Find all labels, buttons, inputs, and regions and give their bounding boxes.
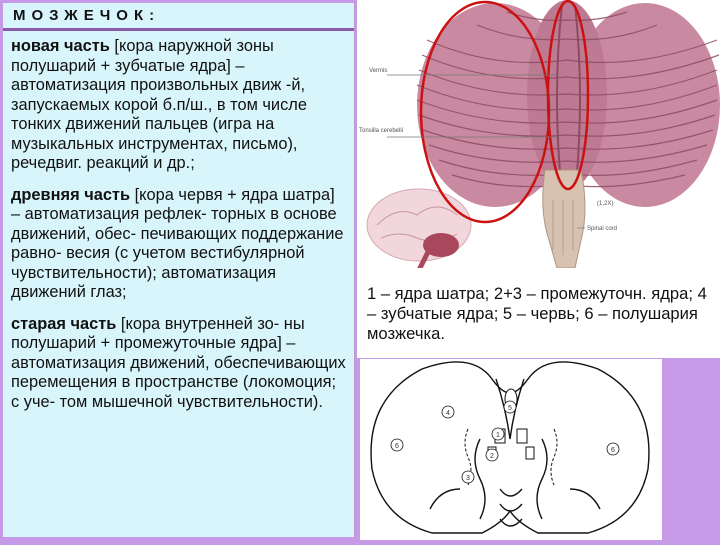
vermis-highlight-ellipse [546, 0, 590, 191]
section-text: [кора внутренней зо- ны полушарий + пром… [11, 314, 346, 411]
section-new-part: новая часть [кора наружной зоны полушари… [11, 37, 346, 174]
svg-text:1: 1 [496, 432, 500, 439]
section-text: [кора червя + ядра шатра] – автоматизаци… [11, 185, 344, 302]
section-outline [370, 361, 650, 534]
marker-3: 3 [461, 470, 475, 484]
section-text: [кора наружной зоны полушарий + зубчатые… [11, 37, 307, 172]
section-old-part: старая часть [кора внутренней зо- ны пол… [11, 315, 346, 413]
section-term: старая часть [11, 314, 117, 333]
section-ancient-part: древняя часть [кора червя + ядра шатра] … [11, 186, 346, 303]
figure-caption: 1 – ядра шатра; 2+3 – промежуточн. ядра;… [357, 268, 720, 358]
svg-text:6: 6 [611, 447, 615, 454]
svg-text:4: 4 [446, 410, 450, 417]
cerebellum-hemispheres [416, 0, 720, 207]
marker-4: 4 [441, 405, 455, 419]
svg-text:2: 2 [490, 453, 494, 460]
text-panel: МОЗЖЕЧОК: новая часть [кора наружной зон… [3, 3, 355, 537]
marker-5: 5 [503, 400, 517, 414]
tonsil-label: Tonsilla cerebelli [359, 128, 403, 134]
cerebellum-illustration: Vermis Tonsilla cerebelli (1,2X) Spinal … [357, 0, 720, 272]
section-schematic: 1 2 3 4 5 6 6 [370, 361, 650, 534]
cerebellum-drawing: Vermis Tonsilla cerebelli (1,2X) Spinal … [359, 0, 720, 272]
spinal-cord [542, 169, 586, 269]
title-divider [3, 28, 354, 31]
diagram-number-markers: 1 2 3 4 5 6 6 [390, 400, 620, 484]
scale-label: (1,2X) [597, 201, 613, 207]
svg-text:5: 5 [508, 405, 512, 412]
spinal-cord-label: Spinal cord [587, 226, 617, 232]
section-term: древняя часть [11, 185, 131, 204]
vermis-label: Vermis [369, 68, 387, 74]
marker-1: 1 [491, 427, 505, 441]
svg-text:6: 6 [395, 443, 399, 450]
svg-text:3: 3 [466, 475, 470, 482]
brain-sagittal-image [366, 188, 472, 272]
marker-6-left: 6 [390, 438, 404, 452]
section-term: новая часть [11, 37, 110, 55]
marker-6-right: 6 [606, 442, 620, 456]
cerebellum-section-diagram: 1 2 3 4 5 6 6 [360, 359, 662, 540]
marker-2: 2 [485, 448, 499, 462]
page-title: МОЗЖЕЧОК: [13, 7, 161, 24]
